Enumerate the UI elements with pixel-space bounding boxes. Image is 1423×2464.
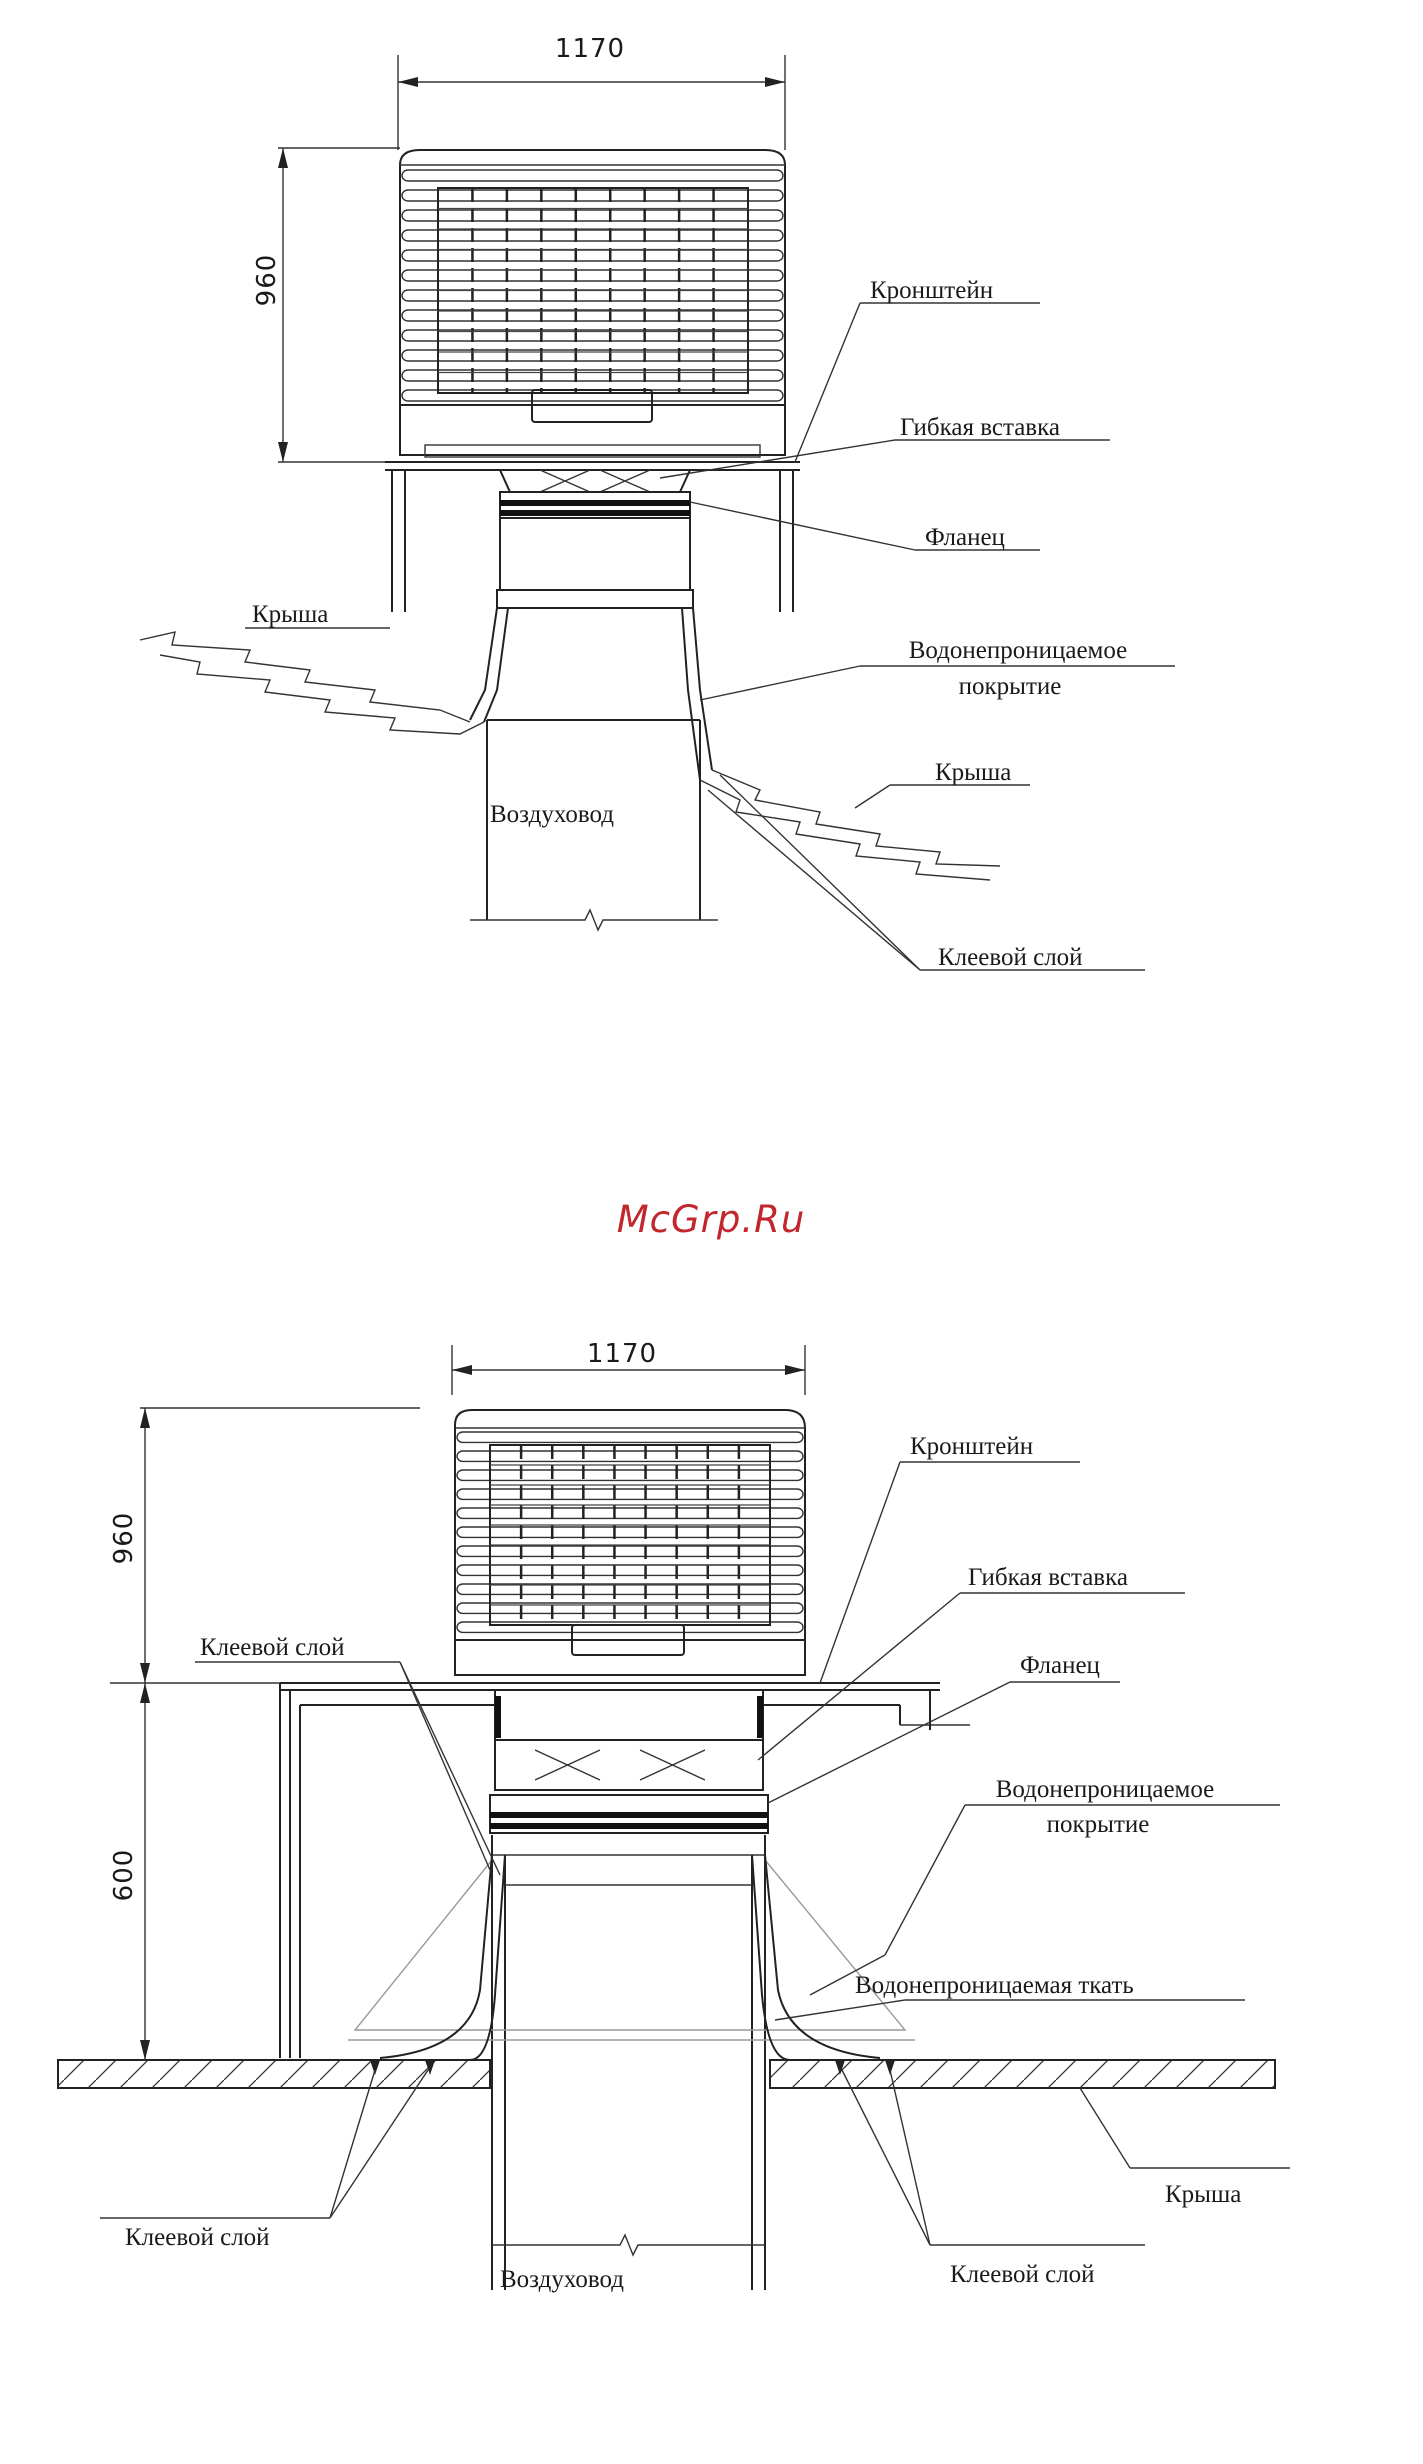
louver-slat (402, 190, 783, 201)
louver-slat (402, 230, 783, 241)
label-waterproof-line2-top: покрытие (959, 673, 1062, 700)
flange-top (500, 492, 690, 518)
louver-slat (457, 1470, 803, 1480)
height-dimension-stand-value: 600 (109, 1849, 139, 1902)
louver-slat (402, 310, 783, 321)
waterproof-cover-top (470, 608, 712, 780)
label-waterproof-line1-top: Водонепроницаемое (909, 637, 1128, 664)
height-dimension-stand-bottom: 600 (109, 1683, 300, 2060)
label-flange-bottom: Фланец (1020, 1652, 1100, 1679)
label-duct-top: Воздуховод (490, 801, 614, 828)
louver-slat (402, 210, 783, 221)
louver-slat (402, 290, 783, 301)
louver-slat (457, 1508, 803, 1518)
label-waterproof-fabric-bottom: Водонепроницаемая ткать (855, 1972, 1134, 1999)
louver-slat (457, 1546, 803, 1556)
cooler-unit-top (400, 150, 785, 457)
louver-slat (402, 370, 783, 381)
width-dimension-top: 1170 (398, 34, 785, 150)
label-adhesive-left-bottom: Клеевой слой (125, 2224, 270, 2251)
diagram-flat-roof: 1170 960 600 (58, 1339, 1290, 2293)
roof-slab-bottom (58, 2060, 1275, 2088)
height-dimension-top: 960 (252, 148, 400, 462)
label-adhesive-top-bottom: Клеевой слой (200, 1634, 345, 1661)
waterproof-fabric-bottom (348, 1860, 915, 2040)
width-dimension-value: 1170 (555, 34, 625, 64)
height-dimension-value: 960 (252, 254, 282, 307)
louver-slat (457, 1489, 803, 1499)
label-waterproof-line2-bottom: покрытие (1047, 1811, 1150, 1838)
louver-slat (457, 1622, 803, 1632)
width-dimension-bottom: 1170 (452, 1339, 805, 1395)
label-flange-top: Фланец (925, 524, 1005, 551)
louver-slat (457, 1432, 803, 1442)
diagram-roof-slope: 1170 960 (140, 34, 1175, 971)
label-bracket-top: Кронштейн (870, 277, 993, 304)
watermark: McGrp.Ru (617, 1198, 806, 1241)
roof-left-top (140, 632, 484, 734)
flashing-bottom (380, 1855, 880, 2060)
label-adhesive-top: Клеевой слой (938, 944, 1083, 971)
louver-slat (402, 270, 783, 281)
roof-right-top (700, 770, 1000, 880)
label-flex-insert-top: Гибкая вставка (900, 414, 1060, 441)
height-dimension-unit-value: 960 (109, 1512, 139, 1565)
louver-slat (457, 1451, 803, 1461)
label-duct-bottom: Воздуховод (500, 2266, 624, 2293)
width-dimension-value-bottom: 1170 (587, 1339, 657, 1369)
duct-sleeve-top (497, 518, 693, 608)
flex-insert-bottom (495, 1740, 763, 1790)
label-bracket-bottom: Кронштейн (910, 1433, 1033, 1460)
label-flex-insert-bottom: Гибкая вставка (968, 1564, 1128, 1591)
flex-insert-top (500, 470, 690, 492)
louver-slat (457, 1565, 803, 1575)
louver-slat (457, 1527, 803, 1537)
label-roof-bottom: Крыша (1165, 2181, 1241, 2208)
label-roof-right-top: Крыша (935, 759, 1011, 786)
stand-sleeve-bottom (495, 1690, 763, 1740)
cooler-unit-bottom (455, 1410, 805, 1675)
louver-slat (402, 250, 783, 261)
label-roof-left-top: Крыша (252, 601, 328, 628)
air-duct-top: Воздуховод (470, 720, 718, 930)
louver-slat (402, 390, 783, 401)
label-adhesive-right-bottom: Клеевой слой (950, 2261, 1095, 2288)
louver-slat (402, 170, 783, 181)
air-duct-bottom (492, 1835, 765, 2290)
flange-bottom (490, 1795, 768, 1833)
label-waterproof-line1-bottom: Водонепроницаемое (996, 1776, 1215, 1803)
